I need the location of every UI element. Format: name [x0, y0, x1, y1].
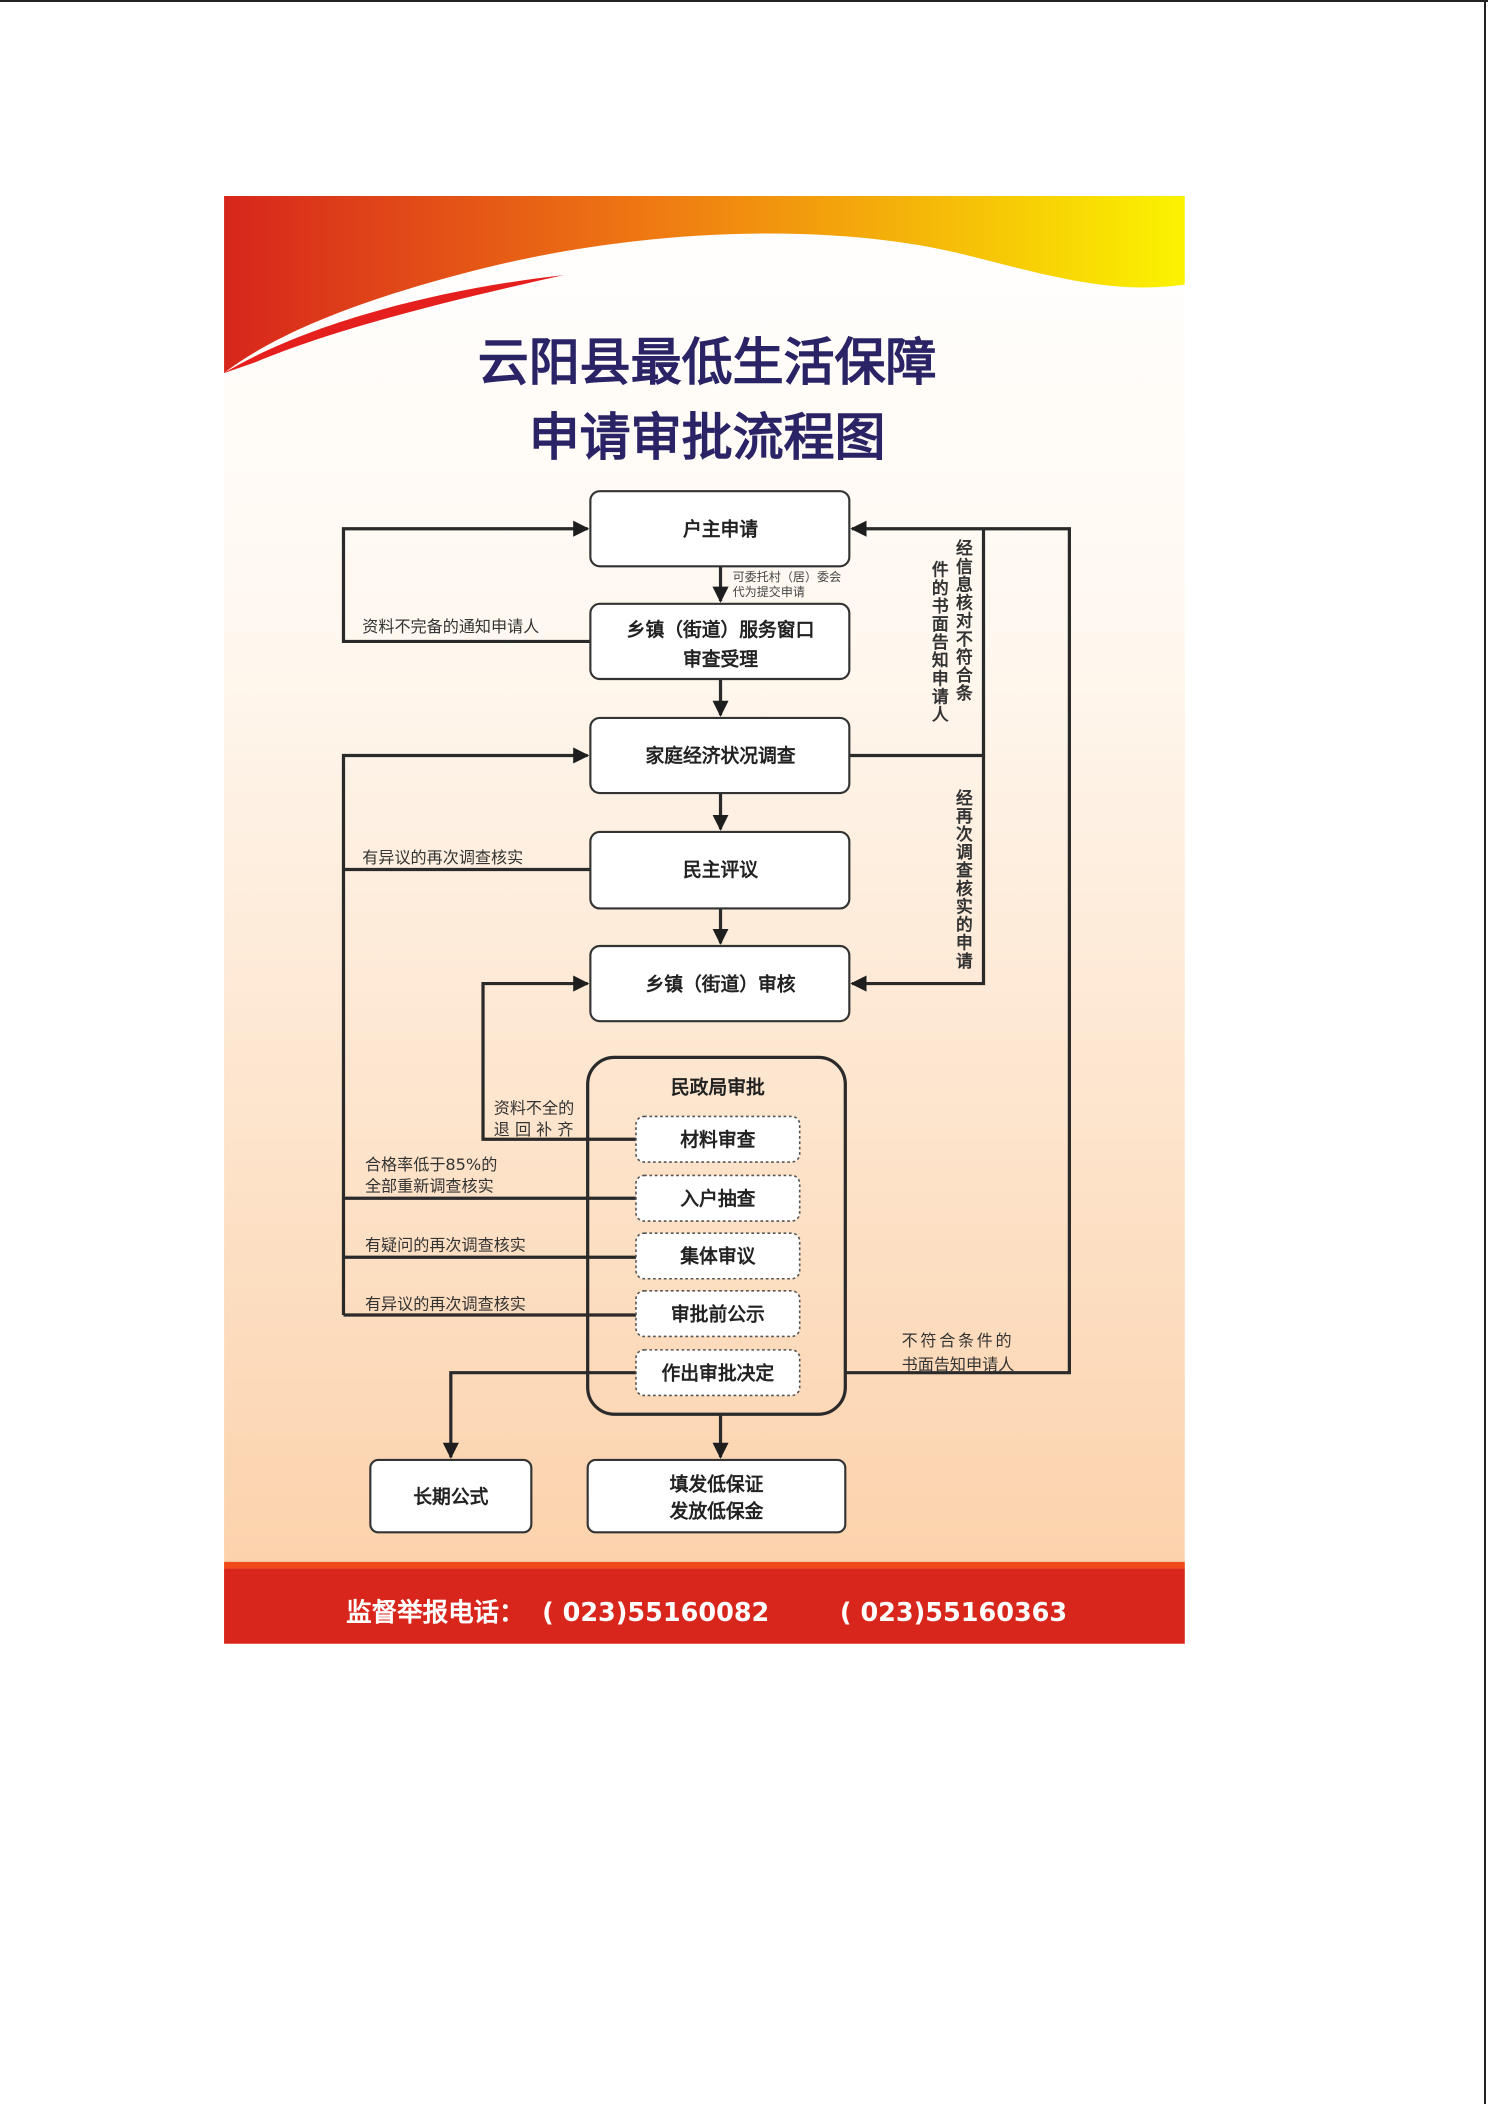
label-doubt: 有疑问的再次调查核实 [365, 1236, 526, 1255]
label-incomplete-notify: 资料不完备的通知申请人 [362, 617, 539, 636]
svg-text:民主评议: 民主评议 [683, 858, 758, 881]
substep-decision: 作出审批决定 [635, 1349, 801, 1397]
step-economic-survey: 家庭经济状况调查 [589, 716, 851, 795]
footer-stripe [224, 1561, 1185, 1569]
footer-hotline-label: 监督举报电话： [346, 1598, 524, 1628]
label-reject-2: 书面告知申请人 [902, 1355, 1015, 1374]
svg-text:民政局审批: 民政局审批 [671, 1076, 765, 1099]
substep-publicity: 审批前公示 [635, 1290, 801, 1338]
svg-text:作出审批决定: 作出审批决定 [662, 1361, 775, 1384]
svg-text:乡镇（街道）审核: 乡镇（街道）审核 [645, 972, 795, 995]
svg-text:填发低保证: 填发低保证 [670, 1473, 764, 1496]
step-long-term-publicity: 长期公式 [369, 1458, 533, 1534]
label-entrust-1: 可委托村（居）委会 [733, 570, 842, 584]
svg-text:家庭经济状况调查: 家庭经济状况调查 [645, 744, 795, 767]
footer-bar [224, 1568, 1185, 1644]
svg-text:长期公式: 长期公式 [413, 1485, 488, 1508]
footer-phone-1: ( 023)55160082 [542, 1598, 769, 1628]
substep-material-review: 材料审查 [635, 1115, 801, 1163]
substep-spot-check: 入户抽查 [635, 1174, 801, 1222]
label-info-check-col1: 经信息核对不符合条 [953, 538, 973, 702]
footer-phone-2: ( 023)55160363 [840, 1598, 1067, 1628]
label-info-check-col2: 件的书面告知申请人 [929, 560, 949, 724]
label-rate-1: 合格率低于85%的 [365, 1155, 497, 1174]
svg-text:审查受理: 审查受理 [683, 648, 758, 671]
step-apply: 户主申请 [589, 490, 851, 568]
title-line-1: 云阳县最低生活保障 [478, 334, 937, 393]
svg-text:审批前公示: 审批前公示 [671, 1302, 765, 1325]
label-objection-publicity: 有异议的再次调查核实 [365, 1295, 526, 1314]
step-service-window: 乡镇（街道）服务窗口 审查受理 [589, 602, 851, 681]
label-recheck: 经再次调查核实的申请 [953, 788, 973, 970]
label-objection-review: 有异议的再次调查核实 [362, 848, 523, 867]
svg-text:发放低保金: 发放低保金 [669, 1500, 764, 1523]
page-border-right [1484, 0, 1486, 2104]
svg-text:户主申请: 户主申请 [683, 517, 758, 540]
step-democratic-review: 民主评议 [589, 830, 851, 910]
label-entrust-2: 代为提交申请 [733, 584, 805, 599]
label-rate-2: 全部重新调查核实 [365, 1177, 494, 1196]
title-line-2: 申请审批流程图 [529, 409, 886, 468]
label-return-2: 退 回 补 齐 [494, 1120, 574, 1139]
header-wave [224, 195, 1185, 374]
label-return-1: 资料不全的 [494, 1099, 574, 1118]
poster-background [224, 195, 1185, 1644]
page-border-top [0, 0, 1488, 2]
svg-text:材料审查: 材料审查 [680, 1128, 755, 1151]
step-civil-affairs-approval: 民政局审批 [586, 1055, 847, 1416]
step-issue-certificate: 填发低保证 发放低保金 [586, 1458, 847, 1534]
substep-collective-review: 集体审议 [635, 1232, 801, 1280]
svg-text:乡镇（街道）服务窗口: 乡镇（街道）服务窗口 [627, 618, 815, 641]
svg-text:入户抽查: 入户抽查 [680, 1187, 755, 1210]
step-township-audit: 乡镇（街道）审核 [589, 944, 851, 1023]
svg-text:集体审议: 集体审议 [679, 1245, 755, 1268]
label-reject-1: 不符合条件的 [902, 1331, 1015, 1350]
